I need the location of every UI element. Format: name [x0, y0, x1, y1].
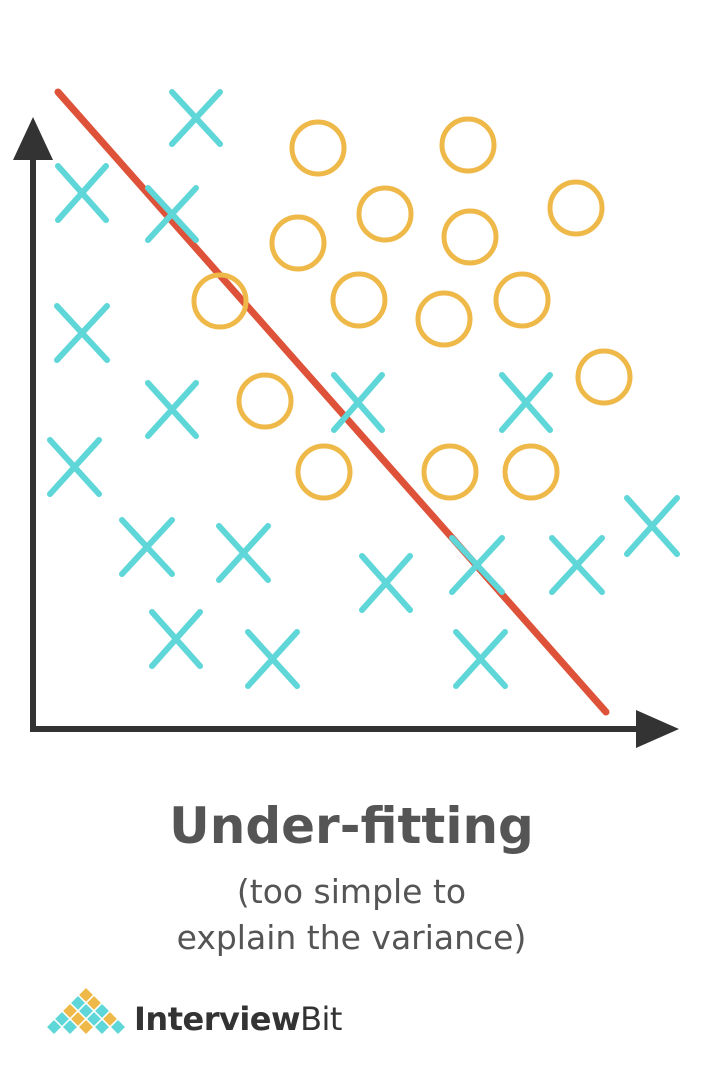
caption-title: Under-fitting: [169, 797, 534, 855]
circle-marker: [356, 185, 414, 243]
circle-marker: [493, 271, 551, 329]
cross-marker: [245, 629, 300, 689]
cross-marker: [55, 163, 109, 223]
circle-marker: [295, 443, 353, 501]
caption-subtitle-line1: (too simple to: [236, 872, 467, 911]
cross-marker: [624, 495, 680, 557]
cross-marker: [331, 372, 385, 433]
circle-marker: [575, 348, 633, 406]
cross-marker: [145, 380, 199, 439]
cross-marker: [449, 535, 505, 595]
circle-marker: [441, 208, 499, 266]
circle-markers: [191, 116, 633, 501]
cross-marker: [359, 553, 413, 613]
circle-marker: [330, 271, 388, 329]
circle-marker: [236, 372, 294, 430]
underfitting-diagram: [13, 88, 680, 748]
circle-marker: [502, 443, 560, 501]
cross-marker: [54, 303, 110, 363]
circle-marker: [415, 290, 473, 348]
brand-name-part2: Bit: [300, 1000, 342, 1038]
cross-marker: [119, 517, 175, 577]
cross-markers: [47, 89, 680, 689]
cross-marker: [169, 89, 223, 147]
cross-marker: [216, 523, 271, 583]
diamond-grid-logo-icon: [44, 985, 128, 1037]
brand-name-part1: Interview: [134, 1000, 301, 1038]
circle-marker: [421, 443, 479, 501]
cross-marker: [47, 437, 102, 497]
fit-line: [54, 88, 610, 716]
cross-marker: [499, 372, 553, 433]
circle-marker: [269, 214, 327, 272]
circle-marker: [289, 119, 347, 177]
x-axis-arrow: [636, 710, 679, 748]
brand-logo: InterviewBit: [42, 985, 362, 1045]
cross-marker: [453, 629, 508, 689]
cross-marker: [549, 535, 605, 595]
y-axis-arrow: [13, 117, 53, 160]
circle-marker: [547, 179, 605, 237]
axes: [13, 117, 679, 748]
circle-marker: [439, 116, 497, 174]
brand-name: InterviewBit: [134, 999, 342, 1039]
cross-marker: [145, 185, 199, 243]
caption-subtitle-line2: explain the variance): [176, 918, 527, 957]
cross-marker: [149, 609, 203, 669]
circle-marker: [191, 272, 249, 330]
